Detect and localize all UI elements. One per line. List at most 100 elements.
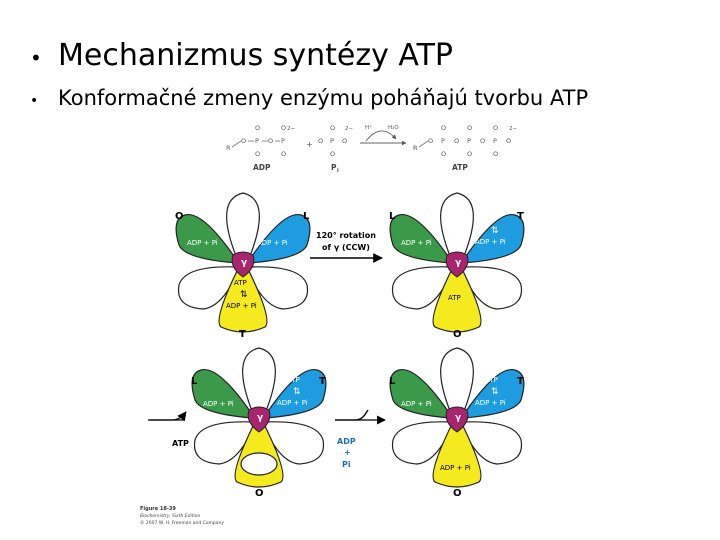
arrow-label: Pi (342, 460, 351, 469)
arrow-label: ADP (337, 437, 356, 446)
subunit-left (177, 266, 240, 310)
subunit-blue (247, 213, 311, 264)
gamma-subunit (445, 251, 469, 278)
adp-label: ADP (253, 163, 271, 172)
pi-structure: O P O O O 2− (318, 124, 353, 158)
site-content: ⇅ (491, 387, 499, 397)
subunit-left (193, 421, 256, 465)
subunit-green (389, 368, 453, 419)
o-atom: O (467, 150, 472, 158)
caption-line: Figure 18-39 (140, 506, 176, 512)
arrow-label: ATP (172, 439, 189, 448)
site-content: ⇅ (293, 387, 301, 397)
site-content: ADP + Pi (475, 238, 506, 246)
site-content: ADP + Pi (203, 400, 234, 408)
o-atom: O (268, 137, 273, 145)
gamma-label: γ (241, 258, 247, 268)
water: H₂O (388, 125, 399, 131)
o-atom: O (441, 150, 446, 158)
gamma-label: γ (455, 258, 461, 268)
site-content: ATP (234, 279, 247, 287)
site-content: ATP (485, 215, 498, 223)
o-atom: O (493, 124, 498, 132)
atp-binding-arrow: ATP (148, 411, 189, 448)
o-atom: O (318, 137, 323, 145)
subunit-yellow (218, 268, 268, 333)
p-atom: P (441, 137, 445, 145)
subunit-right (246, 266, 309, 310)
subunit-right (262, 421, 325, 465)
subunit-left (391, 266, 454, 310)
o-atom: O (342, 137, 347, 145)
subunit-yellow (432, 268, 482, 333)
charge-label: 2− (509, 126, 517, 132)
o-atom: O (330, 150, 335, 158)
state-label: L (303, 211, 310, 222)
panel-2: γ L T O ADP + Pi ATP ⇅ ADP + Pi ATP (389, 192, 525, 340)
subunit-top (226, 192, 260, 262)
subunit-yellow (432, 423, 482, 488)
o-atom: O (454, 137, 459, 145)
site-content: ADP + Pi (440, 464, 471, 472)
subunit-blue (461, 213, 525, 264)
o-atom: O (281, 124, 286, 132)
bullet-subtitle: • Konformačné zmeny enzýmu poháňajú tvor… (30, 86, 588, 110)
p-atom: P (330, 137, 334, 145)
o-atom: O (255, 124, 260, 132)
bullet-marker: • (30, 46, 42, 70)
site-content: ⇅ (240, 290, 248, 300)
site-content: ADP + Pi (187, 239, 218, 247)
site-content: ATP (485, 376, 498, 384)
state-label: T (319, 376, 326, 387)
panel-4: γ L T O ADP + Pi ATP ⇅ ADP + Pi ADP + Pi (389, 347, 525, 499)
subunit-green (389, 213, 453, 264)
o-atom: O (281, 150, 286, 158)
subunit-blue (461, 368, 525, 419)
p-atom: P (255, 137, 259, 145)
subunit-green (175, 213, 239, 264)
p-atom: P (281, 137, 285, 145)
site-content: ADP + Pi (277, 399, 308, 407)
adp-structure: R O P O O O P O O 2− (226, 124, 295, 158)
state-label: L (389, 211, 396, 222)
site-content: ADP + Pi (226, 302, 257, 310)
empty-site (240, 452, 278, 476)
state-label: L (389, 376, 396, 387)
site-content: ADP + Pi (401, 400, 432, 408)
arrow-label: + (344, 448, 351, 457)
site-content: ADP + Pi (401, 239, 432, 247)
plus-sign: + (306, 140, 313, 149)
subunit-right (460, 266, 523, 310)
state-label: O (453, 488, 462, 499)
state-label: O (255, 488, 264, 499)
site-content: ADP + Pi (257, 239, 288, 247)
gamma-label: γ (455, 413, 461, 423)
state-label: T (517, 211, 524, 222)
subunit-top (440, 347, 474, 417)
subunit-top (242, 347, 276, 417)
pi-subscript: i (337, 168, 339, 174)
o-atom: O (428, 137, 433, 145)
charge-label: 2− (287, 126, 295, 132)
o-atom: O (493, 150, 498, 158)
charge-label: 2− (345, 126, 353, 132)
release-arrow: ADP + Pi (335, 409, 386, 469)
subunit-top (440, 192, 474, 262)
o-atom: O (506, 137, 511, 145)
bullet-title: • Mechanizmus syntézy ATP (30, 38, 453, 73)
rotation-arrow: 120° rotation of γ (CCW) (310, 231, 383, 263)
gamma-subunit (231, 251, 255, 278)
gamma-subunit (247, 406, 271, 433)
subunit-left (391, 421, 454, 465)
gamma-subunit (445, 406, 469, 433)
subunit-right (460, 421, 523, 465)
o-atom: O (330, 124, 335, 132)
gamma-label: γ (257, 413, 263, 423)
o-atom: O (241, 137, 246, 145)
site-content: ATP (448, 294, 461, 302)
site-content: ⇅ (491, 226, 499, 236)
o-atom: O (467, 124, 472, 132)
caption-line: Biochemistry, Sixth Edition (140, 513, 200, 519)
atp-label: ATP (452, 163, 468, 172)
o-atom: O (441, 124, 446, 132)
